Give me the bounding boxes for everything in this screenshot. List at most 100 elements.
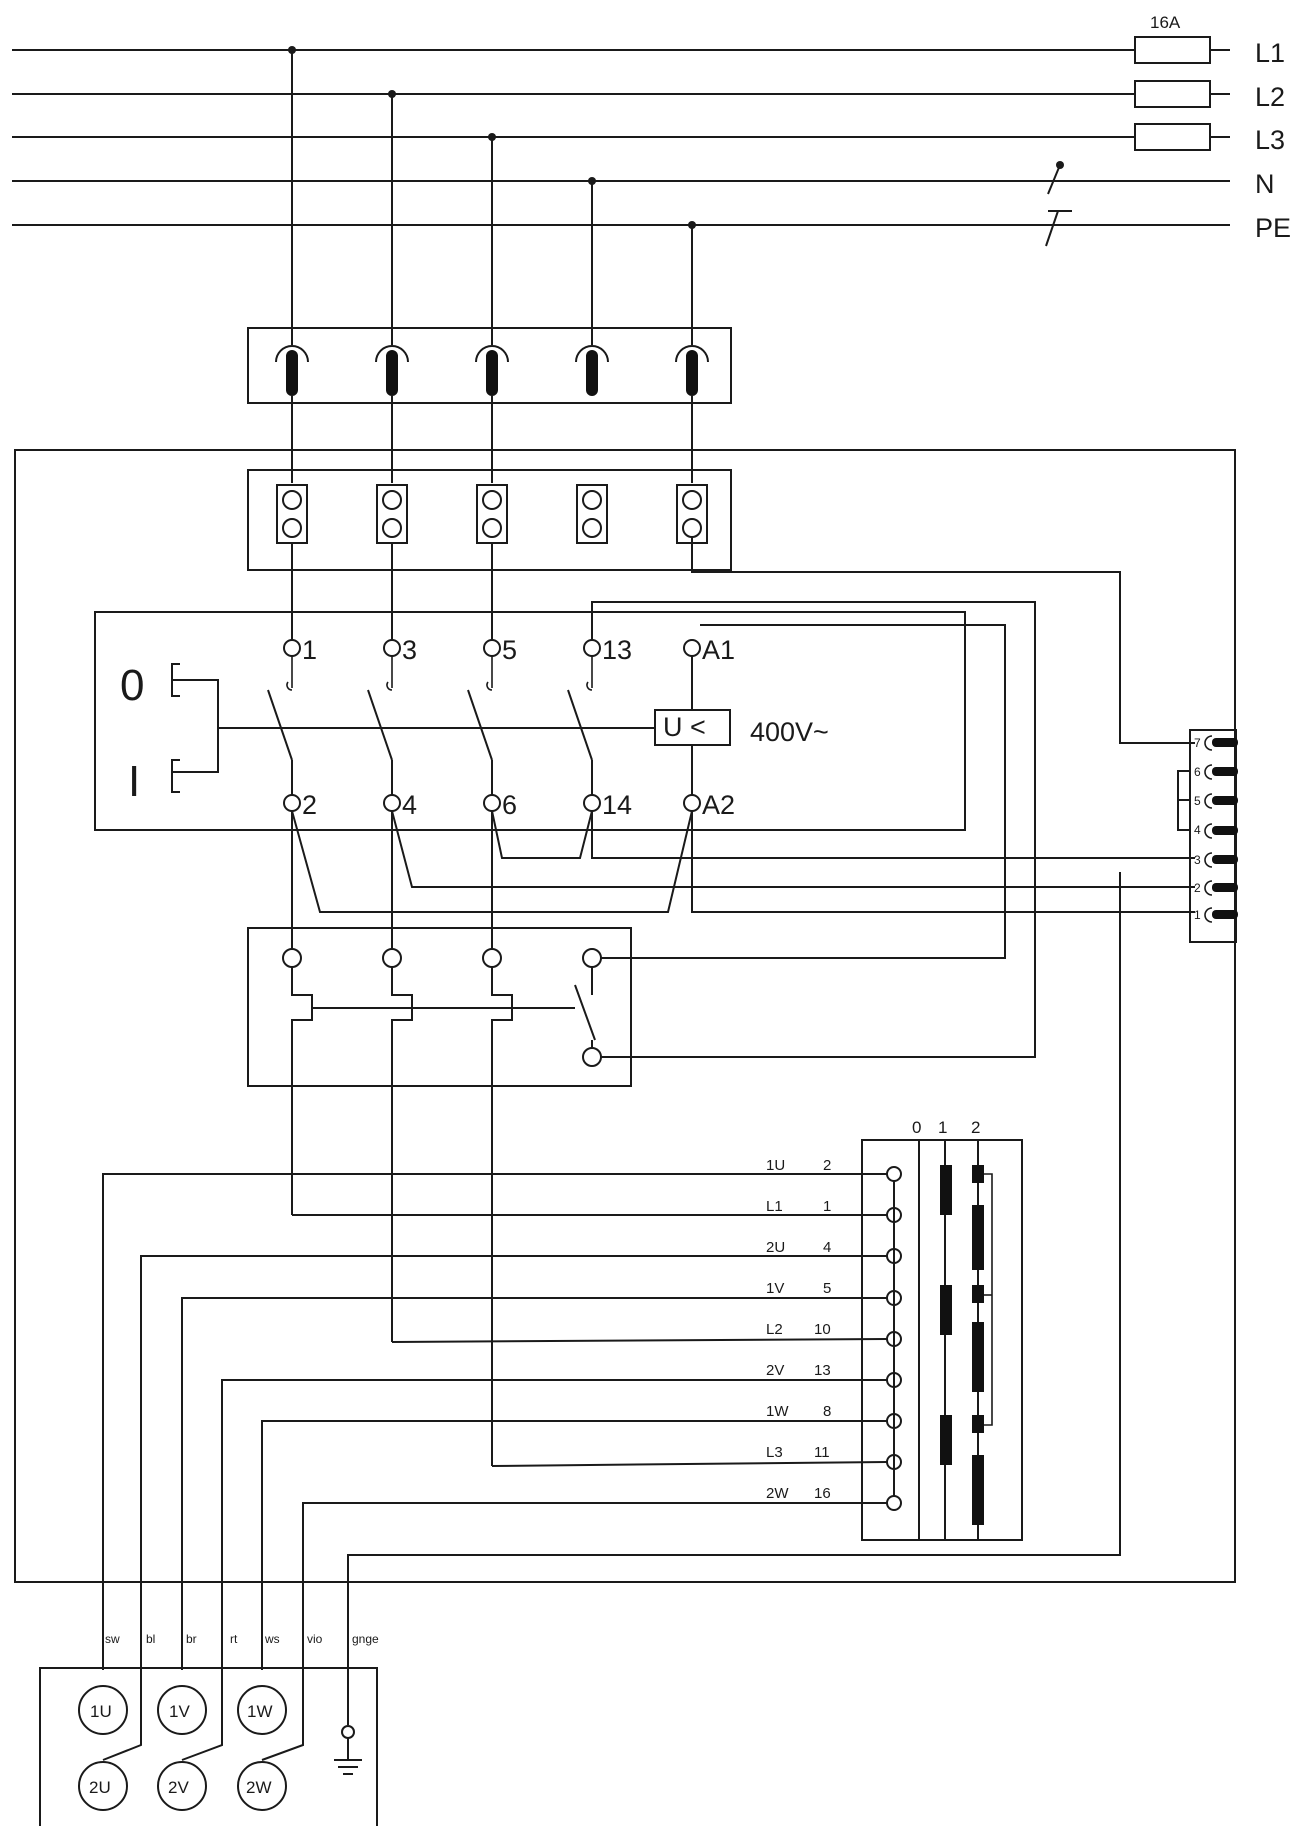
selector-row-name: L3	[766, 1444, 783, 1461]
connector-pin-1: 1	[1194, 908, 1201, 922]
ground-icon	[334, 1725, 362, 1775]
winding-2u	[78, 1761, 128, 1811]
wire-pe-motor	[347, 872, 1121, 1725]
wire-2u	[102, 1255, 887, 1761]
selector-row-num: 10	[814, 1321, 831, 1338]
voltage-label: 400V~	[750, 717, 829, 747]
connector-pin-2: 2	[1194, 881, 1201, 895]
on-button[interactable]	[171, 759, 180, 793]
fuse-rating-label: 16A	[1150, 13, 1181, 32]
winding-2v	[157, 1761, 207, 1811]
contact-blade-1	[267, 689, 293, 761]
selector-wiring	[102, 872, 1121, 1761]
wire-l3	[491, 1461, 888, 1467]
pe-wire	[691, 537, 1195, 744]
selector-row-name: 1W	[766, 1403, 789, 1420]
selector-row-name: L1	[766, 1198, 783, 1215]
selector-row-num: 5	[823, 1280, 831, 1297]
selector-position-0: 0	[912, 1118, 921, 1137]
terminal-label-5: 5	[502, 635, 517, 665]
wire-2v	[181, 1379, 887, 1761]
wire-1w	[261, 1420, 887, 1670]
terminal-label-3: 3	[402, 635, 417, 665]
motor: sw bl br rt ws vio gnge 1U 1V 1W 2U 2V 2…	[39, 1632, 379, 1826]
a1-coil-wire	[592, 624, 1006, 959]
contactor-output-wiring	[291, 810, 1195, 950]
wire-color-label: sw	[105, 1632, 120, 1646]
connector-pin-7: 7	[1194, 736, 1201, 750]
terminal-label-13: 13	[602, 635, 632, 665]
selector-row-name: 1V	[766, 1280, 784, 1297]
selector-row-labels: 1U 2 L1 1 2U 4 1V 5 L2 10 2V 13 1W 8 L3 …	[766, 1157, 831, 1502]
winding-label: 2W	[246, 1778, 272, 1797]
selector-row-name: 2U	[766, 1239, 785, 1256]
winding-1v	[157, 1685, 207, 1735]
device-housing	[14, 449, 1236, 1583]
selector-row-num: 1	[823, 1198, 831, 1215]
winding-label: 1V	[169, 1702, 190, 1721]
supply-bus: 16A L1 L2 L3 N PE	[12, 13, 1291, 345]
fuse-l2	[1134, 80, 1211, 108]
wire-color-label: gnge	[352, 1632, 379, 1646]
motor-housing	[39, 1667, 378, 1826]
pe-break-mark	[1045, 210, 1059, 247]
selector-row-num: 4	[823, 1239, 831, 1256]
plug	[247, 327, 732, 483]
selector-row-name: 1U	[766, 1157, 785, 1174]
wire-color-label: bl	[146, 1632, 155, 1646]
wire-1v	[181, 1297, 887, 1670]
winding-label: 2V	[168, 1778, 189, 1797]
terminal-label-6: 6	[502, 790, 517, 820]
winding-2w	[237, 1761, 287, 1811]
plug-pins	[275, 345, 709, 396]
off-position-label: 0	[120, 661, 144, 710]
selector-row-name: L2	[766, 1321, 783, 1338]
fuse-l1	[1134, 36, 1211, 64]
wire-color-label: vio	[307, 1632, 323, 1646]
terminal-block	[247, 469, 732, 640]
terminal-label-14: 14	[602, 790, 632, 820]
selector-row-num: 16	[814, 1485, 831, 1502]
winding-label: 1U	[90, 1702, 112, 1721]
auxiliary-switch-block	[247, 927, 632, 1466]
winding-1w	[237, 1685, 287, 1735]
selector-row-num: 11	[814, 1444, 830, 1461]
selector-row-name: 2V	[766, 1362, 784, 1379]
contact-blade-2	[367, 689, 393, 761]
terminal-label-a1: A1	[702, 635, 735, 665]
wire-color-label: rt	[230, 1632, 238, 1646]
connector-pin-3: 3	[1194, 853, 1201, 867]
connector-pin-5: 5	[1194, 794, 1201, 808]
fuse-l3	[1134, 123, 1211, 151]
contact-blade-3	[467, 689, 493, 761]
wire-2w	[261, 1502, 887, 1761]
aux-contact-wire	[591, 601, 1036, 1058]
selector-switch: 0 1 2	[861, 1118, 1023, 1541]
wire-1u	[102, 1173, 887, 1670]
winding-label: 1W	[247, 1702, 273, 1721]
selector-row-name: 2W	[766, 1485, 789, 1502]
aux-switch-blade	[574, 984, 596, 1041]
terminal-label-4: 4	[402, 790, 417, 820]
selector-position-1: 1	[938, 1118, 947, 1137]
selector-row-num: 8	[823, 1403, 831, 1420]
terminal-pairs	[276, 484, 708, 544]
undervoltage-coil	[654, 709, 731, 746]
on-position-label: I	[128, 757, 140, 806]
connector-pin-6: 6	[1194, 765, 1201, 779]
wire-color-label: ws	[264, 1632, 280, 1646]
connector: 7 6 5 4 3 2 1	[1177, 729, 1238, 943]
winding-1u	[78, 1685, 128, 1735]
terminal-label-a2: A2	[702, 790, 735, 820]
selector-row-num: 2	[823, 1157, 831, 1174]
contactor: 1 3 5 13 A1 U < 400V~ 2 4 6	[94, 611, 966, 831]
terminal-label-1: 1	[302, 635, 317, 665]
line-label-n: N	[1255, 169, 1275, 199]
selector-row-num: 13	[814, 1362, 831, 1379]
selector-position-2: 2	[971, 1118, 980, 1137]
connector-pin-4: 4	[1194, 823, 1201, 837]
line-label-l3: L3	[1255, 125, 1285, 155]
winding-label: 2U	[89, 1778, 111, 1797]
connector-pins	[1204, 735, 1238, 923]
contact-blade-4	[567, 689, 593, 761]
